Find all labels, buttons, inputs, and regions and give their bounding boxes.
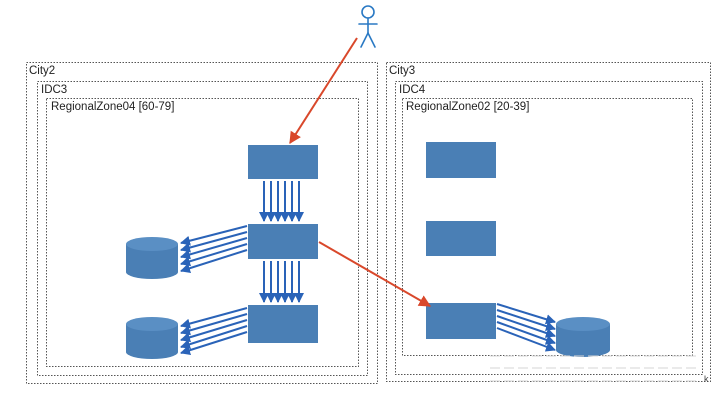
corner-mark: k: [704, 374, 709, 384]
database-icon-lower-left: [126, 317, 178, 359]
arrows-right-to-database: [496, 303, 556, 352]
city3-label: City3: [389, 65, 416, 77]
arrows-bottom-to-database: [180, 307, 248, 356]
arrows-middle-to-bottom: [259, 261, 304, 303]
right-node-box-3: [426, 303, 496, 339]
city2-label: City2: [29, 65, 56, 77]
database-icon-upper-left: [126, 237, 178, 279]
idc4-label: IDC4: [399, 84, 426, 96]
idc4-border: [395, 81, 703, 375]
zone02-label: RegionalZone02 [20-39]: [406, 101, 530, 113]
idc3-label: IDC3: [41, 84, 68, 96]
red-arrow-user-to-top: [289, 37, 358, 145]
top-node-box: [248, 145, 318, 179]
zone02-border: [402, 98, 693, 356]
right-node-box-1: [426, 142, 496, 178]
decorative-dashes: [490, 355, 700, 382]
red-arrow-middle-to-right: [318, 241, 432, 307]
zone04-label: RegionalZone04 [60-79]: [51, 101, 175, 113]
arrows-top-to-middle: [259, 181, 304, 222]
person-icon: [358, 5, 378, 48]
bottom-node-box: [248, 305, 318, 343]
middle-node-box: [248, 224, 318, 259]
city2-border: [26, 62, 378, 384]
zone04-border: [46, 98, 359, 367]
right-node-box-2: [426, 221, 496, 256]
database-icon-right: [556, 317, 610, 357]
idc3-border: [37, 81, 368, 376]
arrows-middle-to-database: [180, 225, 248, 274]
